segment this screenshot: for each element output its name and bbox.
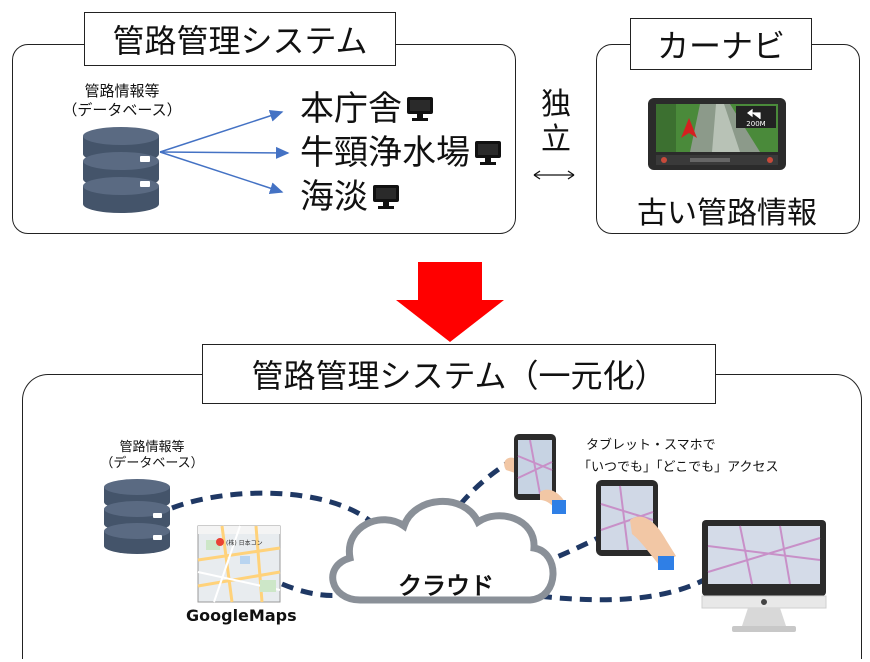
destination-label: 海淡 bbox=[300, 177, 368, 217]
cloud-label: クラウド bbox=[398, 572, 494, 600]
bottom-db-label-line2: （データベース） bbox=[100, 456, 204, 472]
destination-label: 牛頸浄水場 bbox=[300, 133, 470, 173]
smartphone-icon bbox=[504, 434, 566, 514]
access-text-line1: タブレット・スマホで bbox=[586, 438, 716, 453]
database-icon bbox=[104, 479, 170, 554]
top-db-label-line1: 管路情報等 bbox=[84, 82, 160, 100]
bottom-system-title: 管路管理システム（一元化） bbox=[202, 344, 716, 404]
bottom-db-label-line1: 管路情報等 bbox=[119, 440, 185, 455]
bottom-system-title-text: 管路管理システム（一元化） bbox=[251, 357, 667, 395]
big-red-down-arrow bbox=[396, 262, 504, 342]
map-header-text: (株) 日本コン bbox=[226, 539, 263, 547]
cloud-to-monitor-line bbox=[519, 577, 706, 603]
independent-line2: 立 bbox=[541, 121, 571, 157]
bottom-db-label: 管路情報等 （データベース） bbox=[82, 440, 222, 473]
independent-label: 独 立 bbox=[536, 87, 576, 157]
destination-ushikubi: 牛頸浄水場 bbox=[300, 136, 503, 170]
cloud-icon bbox=[329, 497, 557, 604]
desktop-monitor-icon bbox=[701, 520, 827, 632]
monitor-icon bbox=[407, 97, 433, 121]
car-navi-title: カーナビ bbox=[630, 18, 812, 70]
navi-screen-readout: 200M bbox=[746, 120, 765, 128]
car-navi-caption: 古い管路情報 bbox=[637, 196, 817, 231]
destination-label: 本庁舎 bbox=[300, 89, 402, 129]
top-system-title: 管路管理システム bbox=[84, 12, 396, 66]
distribution-arrows bbox=[159, 110, 290, 194]
access-text-line2: 「いつでも」「どこでも」アクセス bbox=[578, 460, 779, 475]
google-maps-thumbnail: (株) 日本コン bbox=[197, 525, 281, 603]
tablet-icon bbox=[596, 480, 676, 570]
monitor-icon bbox=[475, 141, 501, 165]
database-icon bbox=[83, 127, 159, 213]
independent-line1: 独 bbox=[541, 87, 571, 122]
destination-honchosha: 本庁舎 bbox=[300, 92, 435, 126]
google-maps-caption: GoogleMaps bbox=[186, 606, 297, 625]
top-db-label: 管路情報等 （データベース） bbox=[52, 82, 192, 120]
independent-double-arrow bbox=[533, 170, 575, 180]
db-to-cloud-line bbox=[171, 490, 376, 526]
monitor-icon bbox=[373, 185, 399, 209]
car-navi-title-text: カーナビ bbox=[656, 27, 785, 65]
destination-kaitan: 海淡 bbox=[300, 180, 401, 214]
top-system-title-text: 管路管理システム bbox=[112, 22, 368, 60]
top-db-label-line2: （データベース） bbox=[62, 100, 182, 119]
